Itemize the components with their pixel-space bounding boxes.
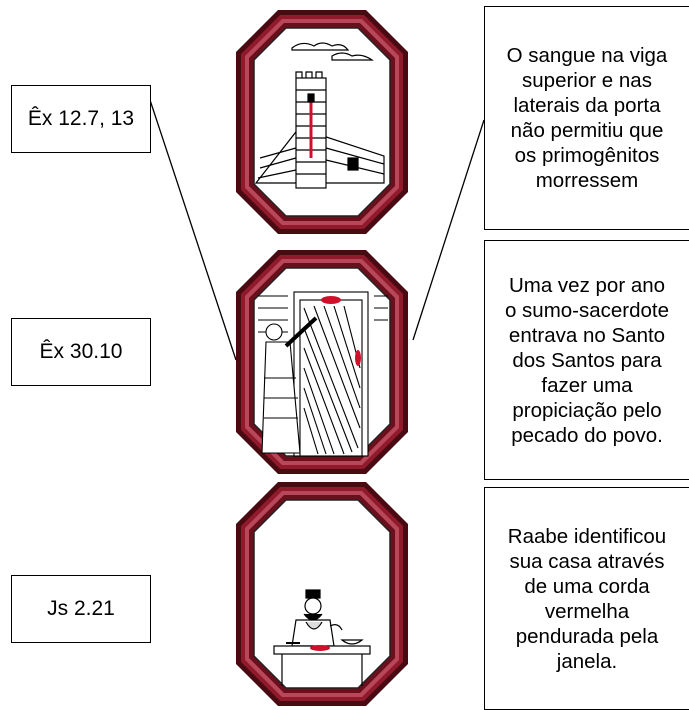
description-line: janela. xyxy=(556,649,618,673)
connector-line-left xyxy=(149,99,237,361)
description-line: Uma vez por ano xyxy=(508,273,666,297)
description-line: O sangue na viga xyxy=(506,44,668,67)
reference-box-2: Êx 30.10 xyxy=(11,318,151,386)
description-line: não permitiu que xyxy=(510,119,664,142)
description-box-1: O sangue na viga superior e nas laterais… xyxy=(484,6,689,230)
reference-text: Êx 12.7, 13 xyxy=(27,107,135,130)
picture-frame-1 xyxy=(236,10,408,234)
castle-wall-scene-icon xyxy=(254,42,385,189)
description-line: de uma corda xyxy=(524,574,650,598)
priest-at-door-scene-icon xyxy=(258,291,388,457)
reference-text: Js 2.21 xyxy=(47,597,115,620)
description-line: superior e nas xyxy=(522,69,652,92)
description-line: dos Santos para xyxy=(512,348,662,372)
description-line: vermelha xyxy=(544,599,630,623)
reference-text: Êx 30.10 xyxy=(39,340,123,363)
description-box-2: Uma vez por ano o sumo-sacerdote entrava… xyxy=(484,240,689,480)
description-line: o sumo-sacerdote xyxy=(504,298,670,322)
description-line: laterais da porta xyxy=(513,94,661,117)
description-line: pecado do povo. xyxy=(511,423,663,447)
description-line: Raabe identificou xyxy=(507,524,667,548)
description-line: entrava no Santo xyxy=(508,323,666,347)
butcher-table-scene-icon xyxy=(273,589,371,686)
description-line: fazer uma xyxy=(541,373,633,397)
reference-box-3: Js 2.21 xyxy=(11,575,151,643)
description-box-3: Raabe identificou sua casa através de um… xyxy=(484,487,689,710)
description-line: morressem xyxy=(535,169,639,192)
picture-frame-2 xyxy=(236,250,408,474)
reference-box-1: Êx 12.7, 13 xyxy=(11,85,151,153)
description-line: os primogênitos xyxy=(514,144,660,167)
description-line: sua casa através xyxy=(509,549,665,573)
picture-frame-3 xyxy=(236,482,408,706)
description-line: pendurada pela xyxy=(515,624,659,648)
connector-line-right xyxy=(412,119,485,341)
description-line: propiciação pelo xyxy=(512,398,662,422)
